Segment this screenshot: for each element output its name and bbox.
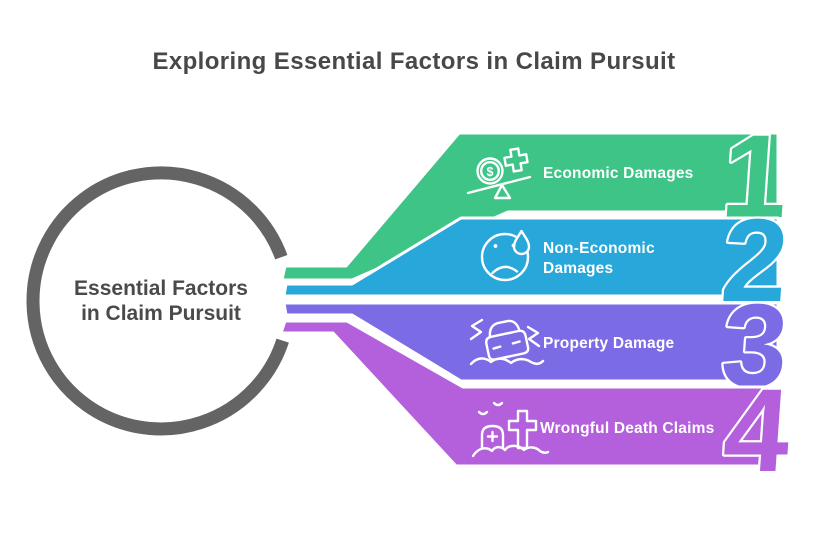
sad-face-teardrop-icon	[480, 229, 531, 282]
factor-item-4: Wrongful Death Claims 4	[279, 319, 797, 499]
car-accident-icon	[469, 318, 545, 366]
factor-item-2: Non-Economic Damages 2	[282, 193, 794, 329]
grave-cross-icon	[471, 401, 550, 458]
center-title-line1: Essential Factors	[74, 277, 248, 300]
factor-label-3: Property Damage	[543, 335, 675, 352]
circle-ring	[26, 166, 289, 436]
factor-label-1: Economic Damages	[543, 165, 694, 182]
ribbon-shape-3	[282, 301, 780, 383]
factor-label-2-line1: Non-Economic	[543, 240, 655, 257]
page-title: Exploring Essential Factors in Claim Pur…	[152, 48, 676, 75]
factor-label-4: Wrongful Death Claims	[540, 420, 714, 437]
factor-label-2-line2: Damages	[543, 260, 613, 277]
center-title-line2: in Claim Pursuit	[81, 302, 241, 325]
coin-dollar-glyph: $	[487, 165, 494, 179]
ribbon-shape-1	[280, 131, 780, 282]
ribbon-shape-4	[279, 319, 780, 468]
factor-number-4: 4	[719, 365, 794, 497]
center-circle: Essential Factors in Claim Pursuit	[23, 163, 292, 439]
ribbon-shape-2	[282, 216, 780, 298]
money-scale-medical-cross-icon: $	[466, 147, 532, 200]
